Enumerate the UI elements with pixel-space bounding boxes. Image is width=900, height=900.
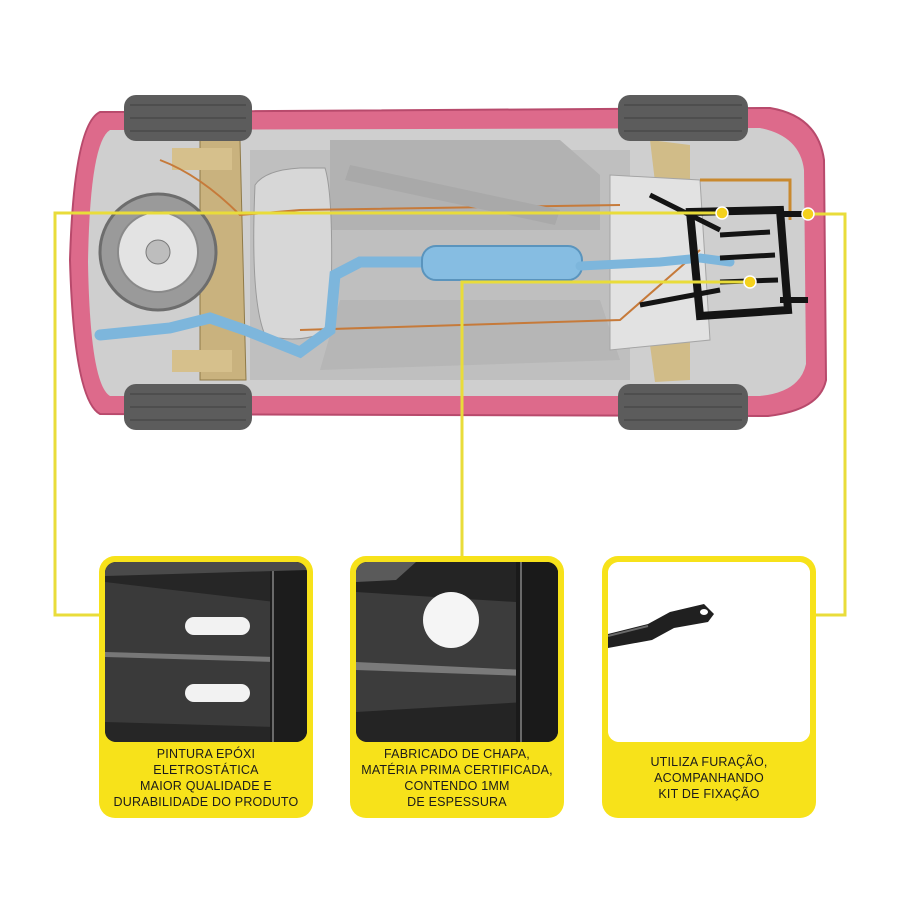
callout-dots bbox=[715, 206, 815, 289]
caption-line: DE ESPESSURA bbox=[407, 795, 507, 809]
caption-line: CONTENDO 1MM bbox=[404, 779, 510, 793]
exhaust-muffler-icon bbox=[94, 245, 735, 359]
caption-line: MAIOR QUALIDADE E bbox=[140, 779, 272, 793]
callout-lines bbox=[53, 211, 847, 617]
caption-line: ELETROSTÁTICA bbox=[153, 763, 259, 777]
caption-line: KIT DE FIXAÇÃO bbox=[658, 787, 760, 801]
caption-line: MATÉRIA PRIMA CERTIFICADA, bbox=[361, 763, 553, 777]
bracket-slots-photo bbox=[105, 562, 307, 742]
feature-card-mounting: UTILIZA FURAÇÃO, ACOMPANHANDO KIT DE FIX… bbox=[602, 556, 816, 818]
caption-line: PINTURA EPÓXI bbox=[156, 747, 256, 761]
sheet-metal-hole-photo bbox=[356, 562, 558, 742]
caption-line: ACOMPANHANDO bbox=[654, 771, 764, 785]
feature-caption-paint: PINTURA EPÓXI ELETROSTÁTICA MAIOR QUALID… bbox=[103, 742, 309, 814]
feature-card-paint: PINTURA EPÓXI ELETROSTÁTICA MAIOR QUALID… bbox=[99, 556, 313, 818]
caption-line: UTILIZA FURAÇÃO, bbox=[650, 755, 768, 769]
feature-caption-material: FABRICADO DE CHAPA, MATÉRIA PRIMA CERTIF… bbox=[354, 742, 560, 814]
wheels bbox=[124, 95, 748, 430]
feature-card-material: FABRICADO DE CHAPA, MATÉRIA PRIMA CERTIF… bbox=[350, 556, 564, 818]
caption-line: DURABILIDADE DO PRODUTO bbox=[113, 795, 299, 809]
feature-caption-mounting: UTILIZA FURAÇÃO, ACOMPANHANDO KIT DE FIX… bbox=[606, 742, 812, 814]
caption-line: FABRICADO DE CHAPA, bbox=[384, 747, 530, 761]
spare-tire-icon bbox=[98, 192, 218, 312]
mounting-arm-photo bbox=[608, 562, 810, 742]
